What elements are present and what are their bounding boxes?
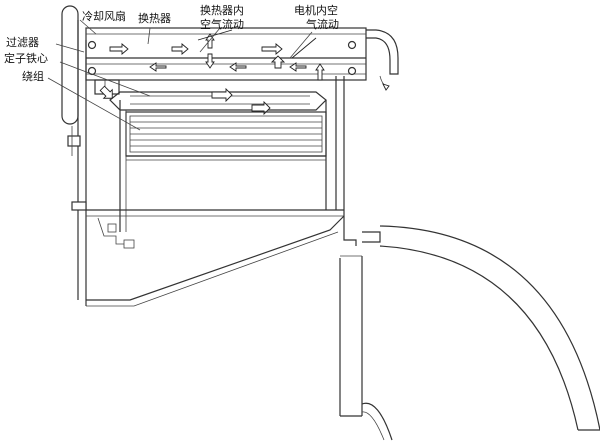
cooling-fan bbox=[61, 5, 79, 125]
labels: 冷却风扇 换热器 换热器内 空气流动 电机内空 气流动 过滤器 定子铁心 绕组 bbox=[4, 3, 339, 83]
heat-exchanger-box bbox=[85, 27, 367, 81]
side-bracket bbox=[67, 126, 135, 249]
housing-base bbox=[85, 215, 345, 307]
label-stator-core: 定子铁心 bbox=[4, 51, 48, 65]
label-heat-exchanger: 换热器 bbox=[138, 11, 171, 25]
winding bbox=[125, 111, 327, 157]
label-winding: 绕组 bbox=[22, 69, 44, 83]
exhaust-duct bbox=[339, 210, 600, 441]
label-motor-flow-1: 电机内空 bbox=[294, 3, 338, 17]
stator-core bbox=[109, 87, 327, 116]
label-filter: 过滤器 bbox=[6, 36, 39, 49]
frame-left-wall bbox=[77, 20, 87, 300]
label-cooling-fan: 冷却风扇 bbox=[82, 9, 126, 23]
hx-flow-arrows bbox=[109, 29, 317, 72]
top-outlet-duct bbox=[366, 29, 399, 91]
label-hx-flow-2: 空气流动 bbox=[200, 17, 244, 31]
housing-interior bbox=[86, 63, 345, 232]
leader-lines bbox=[47, 19, 313, 131]
filter bbox=[94, 79, 120, 99]
label-hx-flow-1: 换热器内 bbox=[200, 3, 244, 17]
label-motor-flow-2: 气流动 bbox=[306, 17, 339, 31]
